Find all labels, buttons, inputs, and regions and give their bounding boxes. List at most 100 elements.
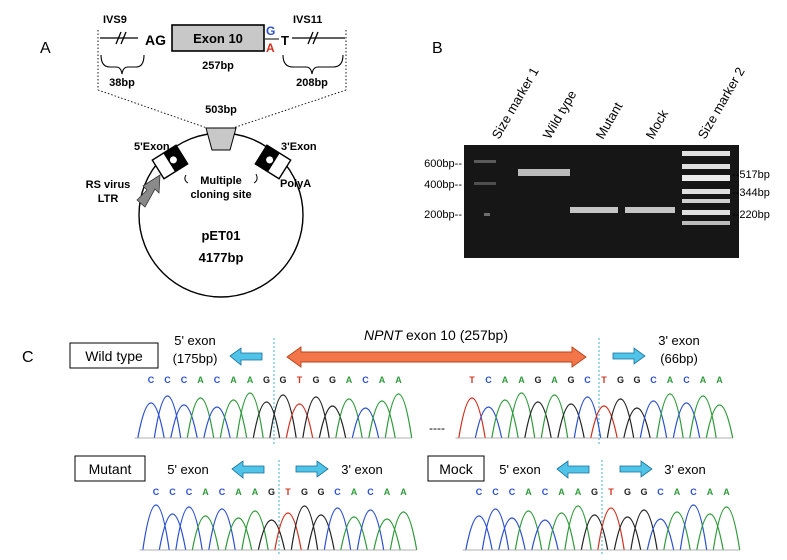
base-letter: C xyxy=(492,487,499,497)
npnt-rest: exon 10 (257bp) xyxy=(402,327,508,343)
mutant-box xyxy=(74,455,146,482)
ltr-arrow xyxy=(136,174,161,208)
marker2-band xyxy=(682,164,730,169)
trace-peak xyxy=(318,405,347,439)
mutant-label: Mutant xyxy=(89,461,132,477)
mock-exon5: 5' exon xyxy=(499,462,541,477)
trace-peak xyxy=(613,516,642,551)
base-letter: G xyxy=(624,487,631,497)
wt-left-arrow xyxy=(229,347,263,366)
trace-peak xyxy=(153,395,182,439)
base-letter: A xyxy=(247,375,254,385)
base-letter: G xyxy=(329,375,336,385)
base-letter: A xyxy=(379,375,386,385)
mock-exon3: 3' exon xyxy=(664,462,706,477)
trace-peak xyxy=(335,398,363,439)
trace-peak xyxy=(481,508,510,551)
base-letter: C xyxy=(509,487,516,497)
trace-peak xyxy=(623,407,651,439)
base-letter: G xyxy=(279,375,286,385)
trace-peak xyxy=(547,512,576,551)
base-letter: C xyxy=(214,375,221,385)
trace-peak xyxy=(351,407,380,439)
base-letter: A xyxy=(674,487,681,497)
plasmid-size: 4177bp xyxy=(199,250,244,265)
base-letter: C xyxy=(367,487,374,497)
sequence-gap-dots: ---- xyxy=(429,421,445,435)
trace-peak xyxy=(384,393,413,439)
trace-peak xyxy=(639,400,668,439)
ag-label: AG xyxy=(145,32,166,48)
base-letter: G xyxy=(534,375,541,385)
base-letter: C xyxy=(542,487,549,497)
trace-peak xyxy=(705,404,734,439)
trace-peak xyxy=(170,404,198,439)
base-letter: A xyxy=(723,487,730,497)
base-letter: G xyxy=(268,487,275,497)
mock-left-arrow xyxy=(556,460,590,479)
trace-peak xyxy=(712,506,741,551)
trace-peak xyxy=(191,515,220,551)
trace-peak xyxy=(580,514,609,551)
wt-exon5-line1: 5' exon xyxy=(174,333,216,348)
nt-top: G xyxy=(266,24,275,38)
base-letter: A xyxy=(252,487,259,497)
band-mutant xyxy=(570,207,618,213)
base-letter: A xyxy=(700,375,707,385)
gel-bands xyxy=(474,151,730,225)
construct-diagram: AG Exon 10 G A T IVS9 IVS11 257bp 38bp 2… xyxy=(97,14,347,129)
marker-220: --220bp xyxy=(732,209,770,221)
base-letter: G xyxy=(633,375,640,385)
insert-bp-label: 503bp xyxy=(205,104,237,116)
trace-peak xyxy=(203,406,231,439)
marker2-band xyxy=(682,151,730,156)
base-letter: G xyxy=(567,375,574,385)
base-letter: G xyxy=(640,487,647,497)
npnt-title: NPNT exon 10 (257bp) xyxy=(364,327,508,343)
base-letter: T xyxy=(297,375,303,385)
exon-10-box xyxy=(171,24,265,52)
band-wildtype xyxy=(518,169,570,176)
trace-peak xyxy=(158,513,187,551)
trace-peak xyxy=(573,396,602,439)
nt-bottom: A xyxy=(266,41,275,55)
base-letter: C xyxy=(181,375,188,385)
wt-right-arrow xyxy=(612,347,646,365)
trace-peak xyxy=(389,511,418,551)
base-letter: A xyxy=(575,487,582,497)
rs-line2: LTR xyxy=(98,193,119,205)
cloning-site-trapezoid xyxy=(205,127,237,151)
trace-peak xyxy=(507,392,536,439)
base-letter: T xyxy=(608,487,614,497)
base-letter: C xyxy=(584,375,591,385)
marker2-band xyxy=(682,175,730,181)
right-bp-label: 208bp xyxy=(296,77,328,89)
trace-peak xyxy=(557,403,585,439)
trace-peak xyxy=(524,401,552,439)
trace-peak xyxy=(630,509,658,551)
trace-peak xyxy=(208,508,236,551)
lane-label: Size marker 1 xyxy=(489,65,542,142)
base-letter: A xyxy=(518,375,525,385)
mock-label: Mock xyxy=(439,461,473,477)
exon-10-label: Exon 10 xyxy=(193,31,243,46)
left-bp-label: 38bp xyxy=(109,77,135,89)
base-letter: G xyxy=(617,375,624,385)
trace-peak xyxy=(514,510,543,551)
base-letter: A xyxy=(202,487,209,497)
panel-c: C Wild type Mutant Mock 5' exon (175bp) … xyxy=(22,327,741,555)
trace-peak xyxy=(323,507,352,551)
trace-peak xyxy=(597,507,625,551)
trace-peak xyxy=(175,506,203,551)
wt-exon3-line1: 3' exon xyxy=(658,333,700,348)
base-letter: A xyxy=(230,375,237,385)
marker-517: --517bp xyxy=(732,169,770,181)
base-letter: C xyxy=(148,375,155,385)
base-letter: A xyxy=(558,487,565,497)
wt-exon3-line2: (66bp) xyxy=(660,351,698,366)
trace-peak xyxy=(142,504,170,551)
plasmid-name: pET01 xyxy=(201,228,240,243)
trace-peak xyxy=(465,515,493,551)
marker2-band xyxy=(682,221,730,225)
right-brace xyxy=(282,54,344,75)
